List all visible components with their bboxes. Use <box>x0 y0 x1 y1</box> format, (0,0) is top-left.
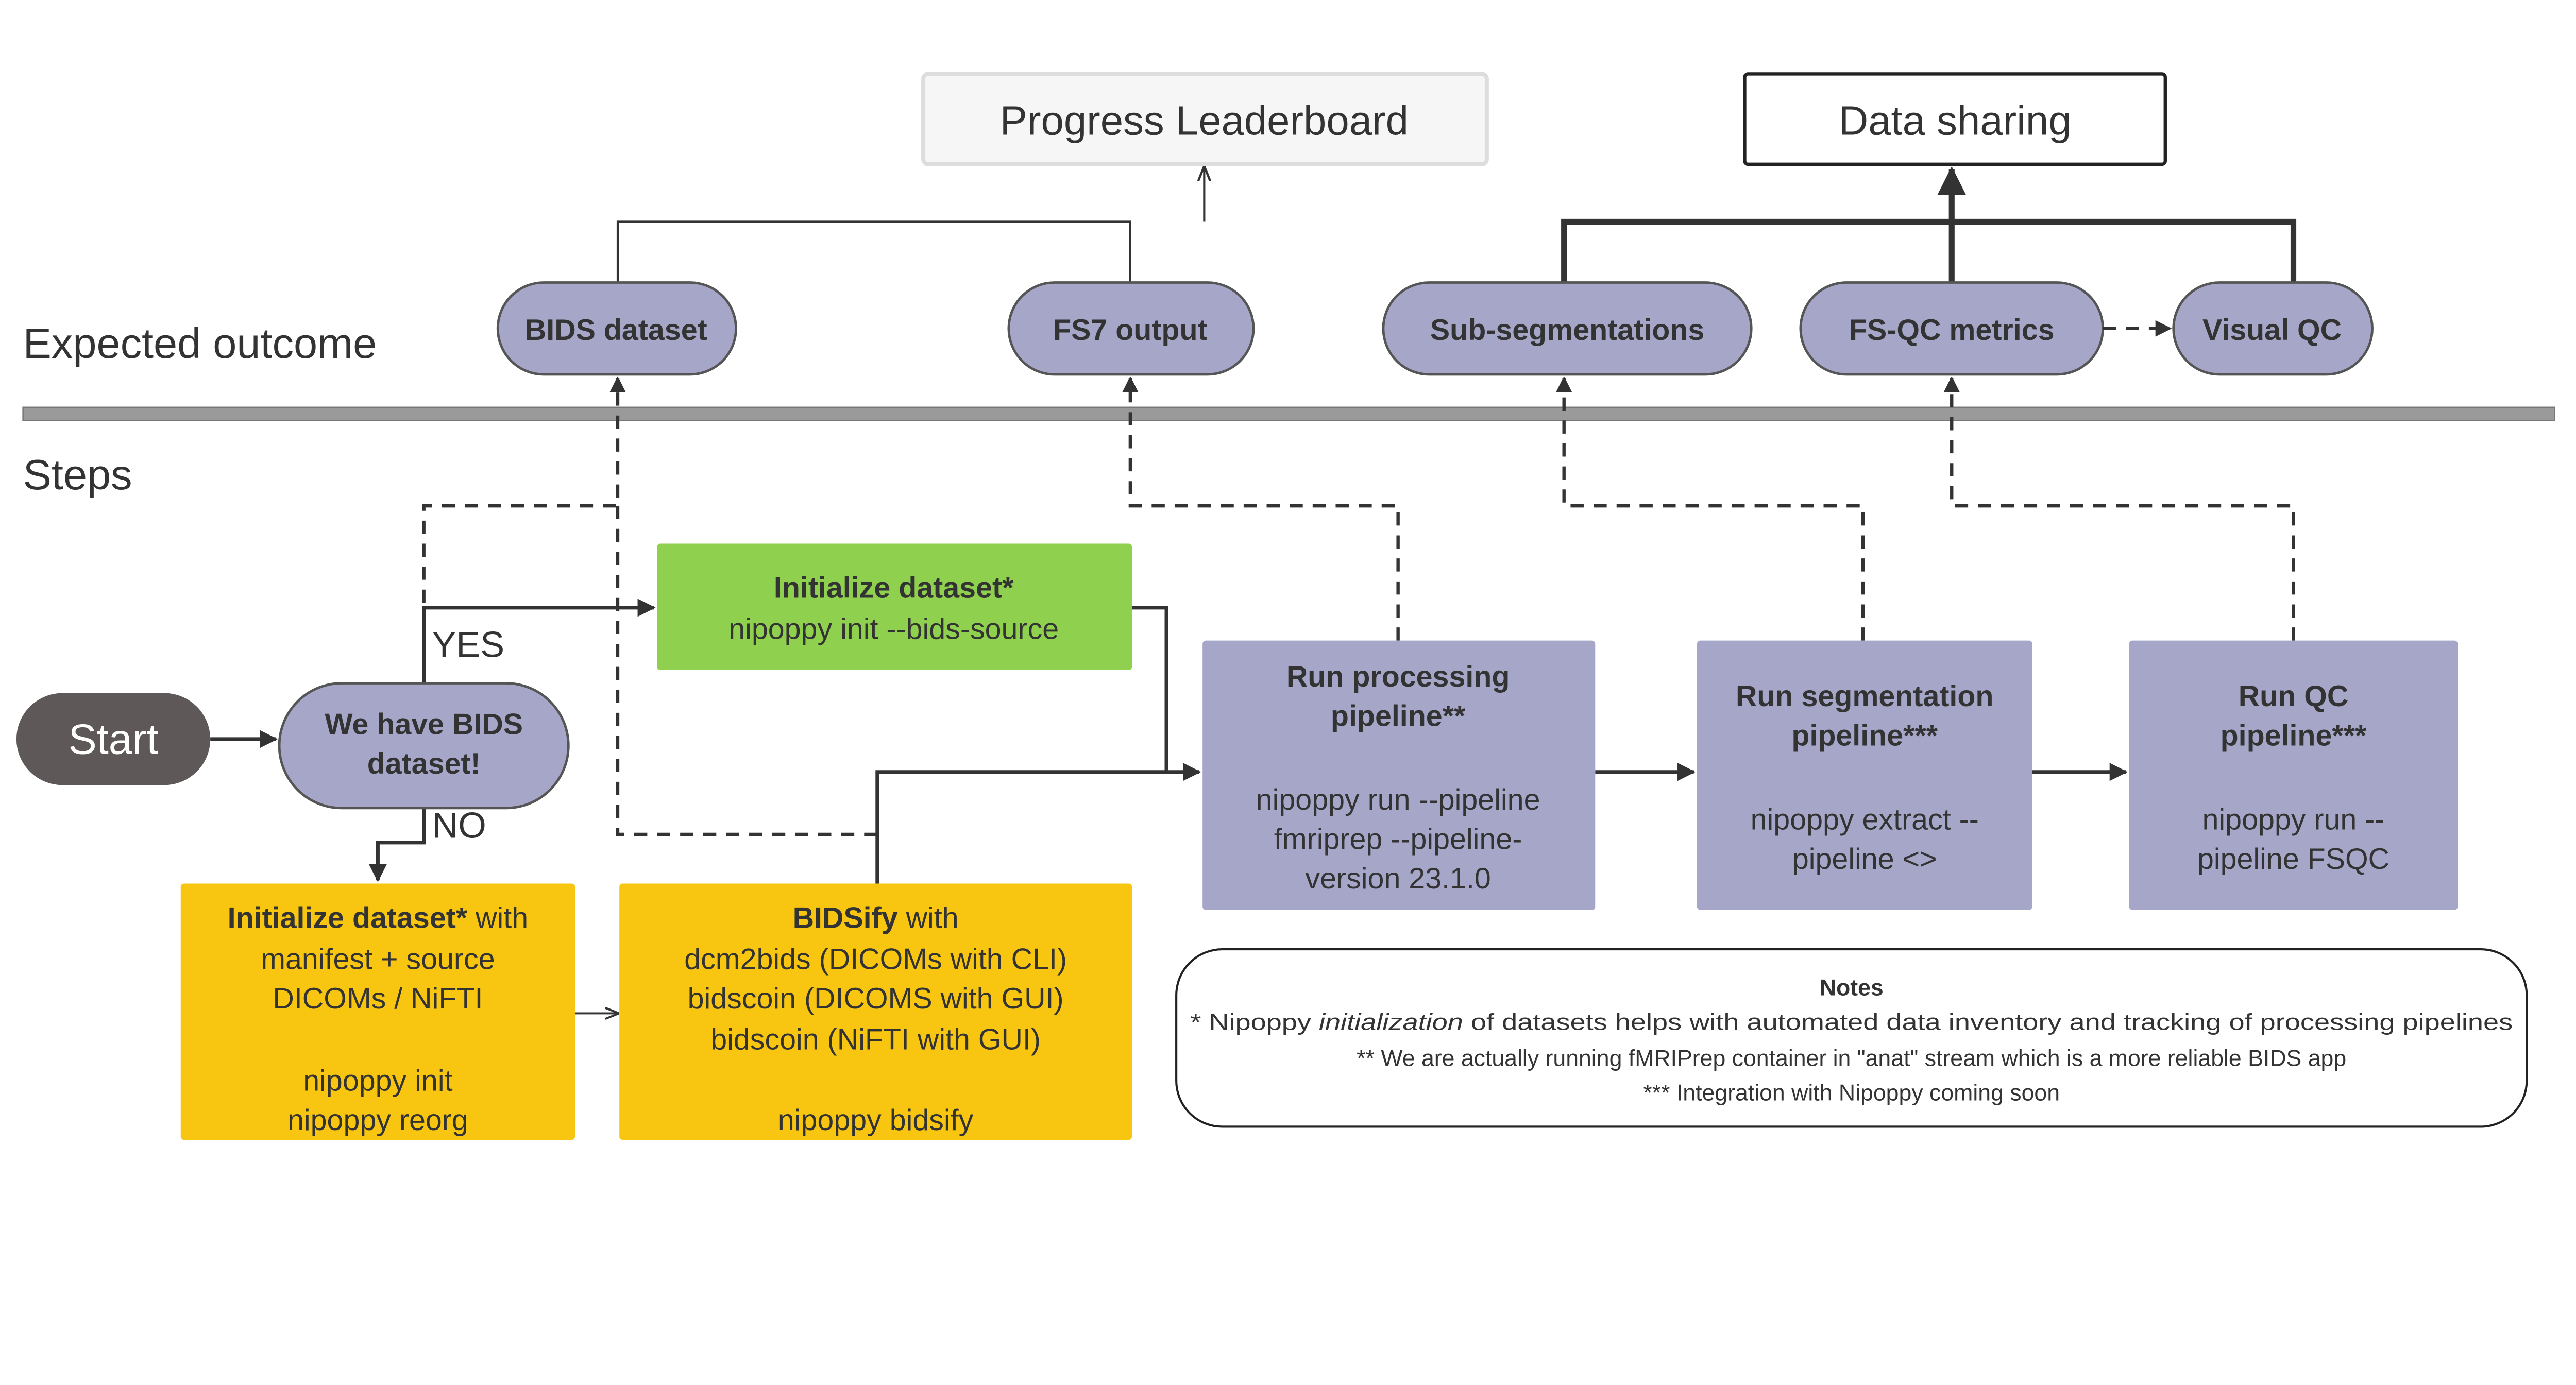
svg-text:BIDS dataset: BIDS dataset <box>525 314 707 347</box>
svg-text:bidscoin (NiFTI with GUI): bidscoin (NiFTI with GUI) <box>710 1023 1041 1056</box>
steps-label: Steps <box>23 451 132 499</box>
svg-text:*** Integration with Nipoppy c: *** Integration with Nipoppy coming soon <box>1643 1080 2060 1105</box>
svg-text:Start: Start <box>68 715 158 763</box>
svg-text:nipoppy bidsify: nipoppy bidsify <box>778 1104 974 1137</box>
svg-text:nipoppy init --bids-source: nipoppy init --bids-source <box>728 612 1059 645</box>
svg-text:manifest + source: manifest + source <box>261 943 495 976</box>
bidsify-step: BIDSify with dcm2bids (DICOMs with CLI) … <box>619 883 1132 1140</box>
svg-text:Run QC: Run QC <box>2239 680 2349 713</box>
no-label: NO <box>432 805 486 845</box>
leaderboard-connectors <box>616 167 1204 283</box>
workflow-diagram: Progress Leaderboard Data sharing Expect… <box>16 72 2555 1140</box>
svg-text:nipoppy reorg: nipoppy reorg <box>287 1104 468 1137</box>
svg-text:nipoppy run --: nipoppy run -- <box>2202 803 2385 836</box>
flow-arrows <box>210 599 2128 1014</box>
svg-text:** We are actually running fMR: ** We are actually running fMRIPrep cont… <box>1357 1046 2346 1071</box>
svg-text:pipeline***: pipeline*** <box>1791 720 1938 753</box>
decision-node: We have BIDS dataset! <box>278 682 570 810</box>
svg-text:We have BIDS: We have BIDS <box>325 708 523 741</box>
outcome-bids-dataset: BIDS dataset <box>496 281 737 376</box>
data-sharing-label: Data sharing <box>1839 97 2072 143</box>
svg-text:dataset!: dataset! <box>367 747 481 780</box>
outcome-fs-qc-metrics: FS-QC metrics <box>1799 281 2104 376</box>
segmentation-pipeline-step: Run segmentation pipeline*** nipoppy ext… <box>1697 640 2032 910</box>
svg-text:Initialize dataset*: Initialize dataset* <box>774 572 1014 605</box>
svg-text:pipeline <>: pipeline <> <box>1792 843 1937 876</box>
svg-text:Sub-segmentations: Sub-segmentations <box>1430 314 1704 347</box>
svg-text:Initialize dataset* with: Initialize dataset* with <box>228 902 529 935</box>
outcome-visual-qc: Visual QC <box>2172 281 2374 376</box>
processing-pipeline-step: Run processing pipeline** nipoppy run --… <box>1202 640 1596 910</box>
svg-text:fmriprep --pipeline-: fmriprep --pipeline- <box>1274 823 1522 856</box>
data-sharing-connectors <box>1561 169 2297 283</box>
svg-text:bidscoin (DICOMS with GUI): bidscoin (DICOMS with GUI) <box>688 982 1064 1015</box>
svg-text:version 23.1.0: version 23.1.0 <box>1305 862 1490 895</box>
outcome-fs7-output: FS7 output <box>1007 281 1255 376</box>
section-separator <box>22 406 2555 421</box>
init-manifest-step: Initialize dataset* with manifest + sour… <box>180 883 575 1140</box>
svg-text:pipeline**: pipeline** <box>1331 699 1466 732</box>
svg-text:Visual QC: Visual QC <box>2202 314 2342 347</box>
notes-box: Notes * Nipoppy initialization of datase… <box>1175 948 2528 1128</box>
notes-title: Notes <box>1820 975 1884 1000</box>
dashed-outcome-links <box>422 376 2295 836</box>
outcome-sub-segmentations: Sub-segmentations <box>1382 281 1753 376</box>
progress-leaderboard-box: Progress Leaderboard <box>921 72 1489 166</box>
init-bids-step: Initialize dataset* nipoppy init --bids-… <box>657 543 1132 671</box>
svg-text:nipoppy extract --: nipoppy extract -- <box>1751 803 1979 836</box>
svg-text:Run segmentation: Run segmentation <box>1736 680 1993 713</box>
svg-text:FS7 output: FS7 output <box>1053 314 1208 347</box>
svg-text:nipoppy run --pipeline: nipoppy run --pipeline <box>1256 783 1540 816</box>
svg-text:FS-QC metrics: FS-QC metrics <box>1849 314 2055 347</box>
expected-outcome-label: Expected outcome <box>23 319 377 367</box>
svg-text:DICOMs / NiFTI: DICOMs / NiFTI <box>273 982 483 1015</box>
svg-text:pipeline FSQC: pipeline FSQC <box>2197 843 2389 876</box>
data-sharing-box: Data sharing <box>1743 72 2167 166</box>
qc-pipeline-step: Run QC pipeline*** nipoppy run -- pipeli… <box>2129 640 2458 910</box>
progress-leaderboard-label: Progress Leaderboard <box>1000 97 1409 143</box>
svg-text:BIDSify with: BIDSify with <box>793 902 959 935</box>
svg-text:dcm2bids (DICOMs with CLI): dcm2bids (DICOMs with CLI) <box>684 943 1067 976</box>
svg-text:Run processing: Run processing <box>1286 660 1510 693</box>
svg-text:pipeline***: pipeline*** <box>2221 720 2367 753</box>
svg-text:* Nipoppy initialization of da: * Nipoppy initialization of datasets hel… <box>1190 1010 2513 1035</box>
svg-text:nipoppy init: nipoppy init <box>303 1064 452 1097</box>
start-node: Start <box>16 693 211 785</box>
yes-label: YES <box>432 624 504 665</box>
